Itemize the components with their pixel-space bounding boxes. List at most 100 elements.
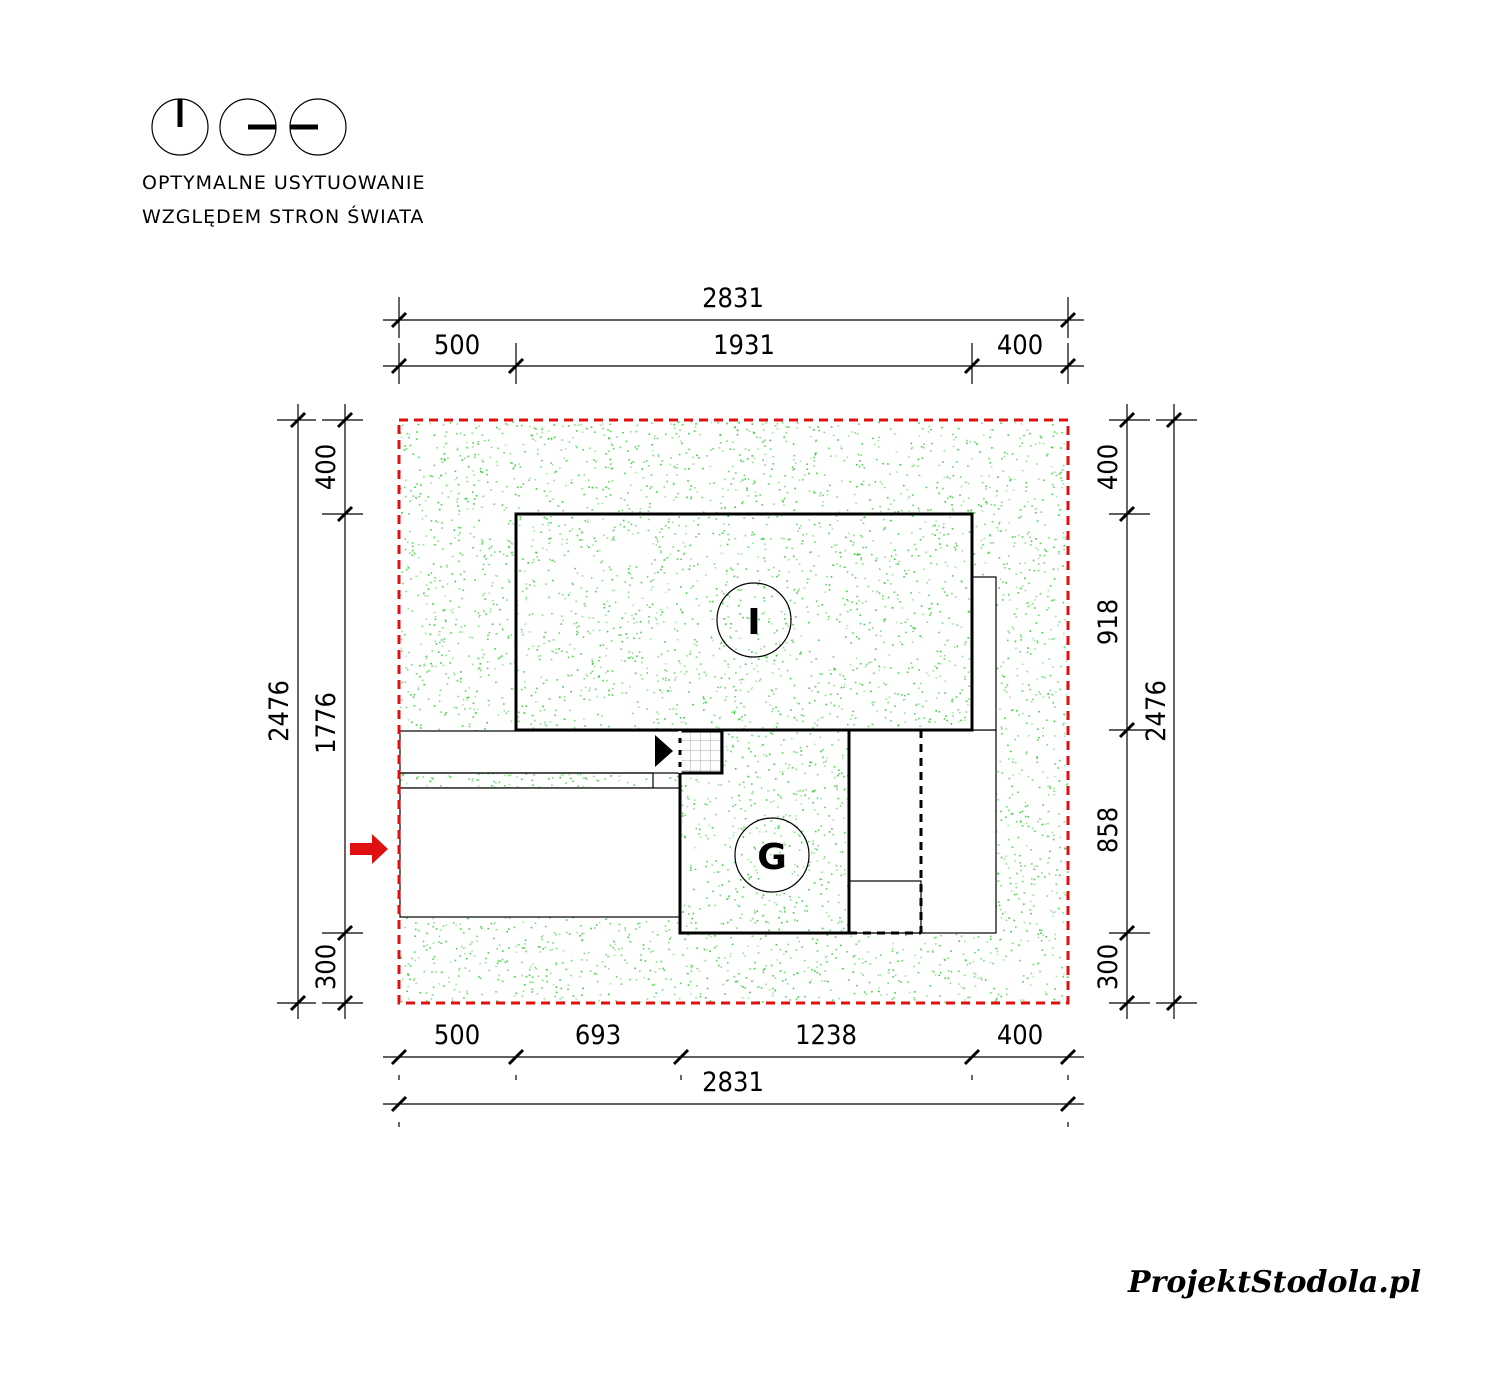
- grass-speck: [426, 999, 428, 1002]
- grass-speck: [843, 459, 845, 462]
- grass-speck: [433, 705, 436, 707]
- grass-speck: [1033, 878, 1036, 881]
- grass-speck: [1026, 977, 1029, 980]
- grass-speck: [923, 568, 925, 571]
- grass-speck: [889, 542, 892, 544]
- grass-speck: [477, 625, 480, 627]
- grass-speck: [477, 453, 480, 456]
- grass-speck: [400, 436, 403, 439]
- grass-speck: [857, 453, 860, 456]
- grass-speck: [628, 459, 630, 461]
- grass-speck: [1062, 464, 1065, 467]
- grass-speck: [978, 504, 980, 506]
- grass-speck: [977, 949, 980, 951]
- grass-speck: [589, 687, 591, 689]
- grass-speck: [582, 785, 585, 788]
- grass-speck: [533, 530, 535, 532]
- grass-speck: [495, 928, 498, 931]
- grass-speck: [498, 623, 501, 626]
- grass-speck: [459, 923, 461, 925]
- grass-speck: [918, 962, 920, 964]
- grass-speck: [724, 478, 726, 481]
- grass-speck: [828, 447, 830, 450]
- grass-speck: [752, 542, 754, 545]
- grass-speck: [822, 494, 824, 497]
- grass-speck: [1007, 899, 1009, 901]
- grass-speck: [671, 436, 673, 439]
- grass-speck: [808, 472, 810, 475]
- grass-speck: [875, 634, 878, 636]
- grass-speck: [417, 423, 419, 426]
- grass-speck: [591, 663, 594, 665]
- grass-speck: [628, 686, 631, 688]
- grass-speck: [667, 920, 670, 922]
- grass-speck: [897, 693, 899, 695]
- grass-speck: [747, 997, 750, 1000]
- grass-speck: [456, 423, 459, 425]
- grass-speck: [768, 988, 771, 991]
- grass-speck: [1009, 877, 1011, 879]
- grass-speck: [494, 551, 496, 553]
- grass-speck: [882, 528, 885, 531]
- grass-speck: [803, 866, 805, 868]
- grass-speck: [641, 468, 643, 470]
- grass-speck: [447, 496, 450, 498]
- grass-speck: [1004, 567, 1006, 569]
- grass-speck: [849, 664, 852, 666]
- grass-speck: [836, 693, 839, 695]
- grass-speck: [863, 623, 866, 626]
- grass-speck: [444, 609, 446, 611]
- grass-speck: [627, 492, 629, 494]
- grass-speck: [634, 446, 637, 448]
- grass-speck: [703, 709, 705, 711]
- grass-speck: [432, 563, 435, 565]
- grass-speck: [918, 510, 921, 512]
- grass-speck: [919, 538, 922, 541]
- grass-speck: [709, 600, 711, 603]
- grass-speck: [739, 637, 742, 640]
- grass-speck: [740, 682, 742, 684]
- grass-speck: [919, 635, 921, 637]
- grass-speck: [404, 634, 406, 636]
- grass-speck: [547, 482, 549, 485]
- grass-speck: [973, 553, 975, 555]
- grass-speck: [787, 538, 789, 541]
- grass-speck: [543, 443, 546, 446]
- grass-speck: [941, 622, 944, 624]
- grass-speck: [808, 797, 810, 800]
- grass-speck: [996, 490, 998, 493]
- grass-speck: [778, 489, 781, 491]
- grass-speck: [606, 486, 608, 488]
- grass-speck: [787, 781, 789, 783]
- grass-speck: [674, 779, 677, 781]
- grass-speck: [638, 926, 641, 928]
- grass-speck: [718, 964, 720, 967]
- grass-speck: [465, 441, 468, 444]
- grass-speck: [493, 503, 495, 505]
- grass-speck: [943, 591, 946, 593]
- grass-speck: [510, 551, 513, 554]
- grass-speck: [558, 933, 561, 936]
- grass-speck: [491, 581, 494, 584]
- grass-speck: [1046, 776, 1049, 779]
- grass-speck: [821, 504, 824, 507]
- grass-speck: [915, 704, 917, 706]
- grass-speck: [800, 651, 802, 653]
- grass-speck: [780, 514, 783, 517]
- grass-speck: [445, 712, 447, 714]
- grass-speck: [481, 471, 483, 474]
- grass-speck: [1054, 615, 1057, 618]
- grass-speck: [440, 785, 442, 787]
- grass-speck: [506, 599, 508, 601]
- grass-speck: [664, 663, 667, 665]
- grass-speck: [1010, 930, 1012, 933]
- grass-speck: [1035, 694, 1037, 696]
- grass-speck: [763, 850, 766, 852]
- grass-speck: [432, 603, 435, 605]
- grass-speck: [748, 430, 751, 432]
- grass-speck: [801, 946, 803, 948]
- grass-speck: [630, 462, 633, 465]
- grass-speck: [510, 687, 513, 690]
- grass-speck: [935, 697, 938, 699]
- grass-speck: [531, 981, 534, 984]
